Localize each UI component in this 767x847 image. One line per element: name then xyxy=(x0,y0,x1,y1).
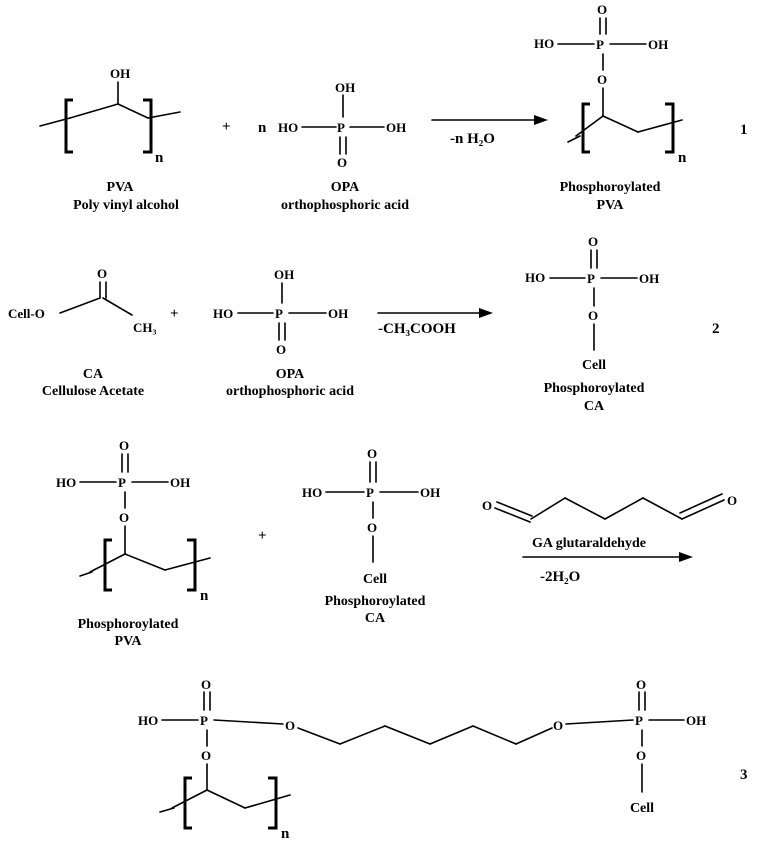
plus-sign-3: + xyxy=(258,528,267,544)
reaction-number-1: 1 xyxy=(740,122,748,138)
opa2-p-label: P xyxy=(275,306,283,321)
ga-name: GA glutaraldehyde xyxy=(532,536,646,551)
prod1-name-line2: PVA xyxy=(597,198,625,213)
r3-ca-oh-label: OH xyxy=(420,485,440,500)
prod1-o-top-label: O xyxy=(597,2,607,17)
prod1-p-label: P xyxy=(596,37,604,52)
pva-full-name: Poly vinyl alcohol xyxy=(73,198,179,213)
phosphorylated-ca-reactant: HO P OH O O xyxy=(302,446,440,563)
opa2-oh-right-label: OH xyxy=(328,306,348,321)
r3-ca-cell-label: Cell xyxy=(363,572,387,587)
prod1-name-line1: Phosphoroylated xyxy=(560,180,661,195)
prod2-o-top-label: O xyxy=(588,234,598,249)
prod1-o-link-label: O xyxy=(597,72,607,87)
reaction-number-2: 2 xyxy=(712,321,720,337)
opa1-o-label: O xyxy=(337,155,347,170)
ca-abbreviation: CA xyxy=(83,367,104,382)
prod2-ho-label: HO xyxy=(525,270,545,285)
r3-pva-name-line1: Phosphoroylated xyxy=(78,617,179,632)
prod2-oh-label: OH xyxy=(639,271,659,286)
ca-ch3-label: CH₃ xyxy=(133,320,157,335)
phosphorylated-ca-product: HO P OH O O xyxy=(525,234,659,351)
prod3-o-chain-right-label: O xyxy=(553,718,563,733)
pva-abbreviation: PVA xyxy=(107,180,135,195)
prod1-n-subscript: n xyxy=(678,150,687,166)
cellulose-acetate-structure: Cell-O O CH₃ xyxy=(8,266,157,335)
opa1-full-name: orthophosphoric acid xyxy=(281,198,409,213)
opa2-ho-label: HO xyxy=(213,306,233,321)
prod2-name-line2: CA xyxy=(584,399,605,414)
r3-pva-o-link-label: O xyxy=(119,510,129,525)
prod1-oh-label: OH xyxy=(648,37,668,52)
plus-sign-2: + xyxy=(170,306,179,322)
prod3-o-top-right-label: O xyxy=(636,677,646,692)
arrow-1-label: -n H₂O xyxy=(450,131,495,147)
pva-n-subscript: n xyxy=(155,150,164,166)
ga-o-left-label: O xyxy=(482,498,492,513)
phosphorylated-pva-reactant: HO P OH O O n xyxy=(56,438,211,604)
plus-sign-1: + xyxy=(222,119,231,135)
prod3-o-top-left-label: O xyxy=(201,677,211,692)
prod3-n-subscript: n xyxy=(281,826,290,842)
coefficient-n: n xyxy=(258,120,267,136)
arrow-1 xyxy=(431,115,548,125)
prod3-o-chain-left-label: O xyxy=(285,718,295,733)
pva-oh-label: OH xyxy=(110,66,130,81)
prod2-p-label: P xyxy=(587,271,595,286)
prod3-p-right-label: P xyxy=(635,713,643,728)
r3-ca-name-line1: Phosphoroylated xyxy=(325,594,426,609)
ca-o-label: O xyxy=(97,266,107,281)
arrow-3 xyxy=(522,552,693,562)
r3-pva-oh-label: OH xyxy=(170,475,190,490)
glutaraldehyde-structure: O O xyxy=(482,493,737,523)
r3-ca-p-label: P xyxy=(366,485,374,500)
opa-structure-2: HO P OH OH O xyxy=(213,267,348,357)
arrow-2-label: -CH₃COOH xyxy=(378,321,456,337)
r3-pva-n-subscript: n xyxy=(200,588,209,604)
prod2-name-line1: Phosphoroylated xyxy=(544,381,645,396)
opa1-abbreviation: OPA xyxy=(331,180,360,195)
reaction-number-3: 3 xyxy=(740,767,748,783)
prod3-o-link-left-label: O xyxy=(201,748,211,763)
opa1-oh-right-label: OH xyxy=(386,120,406,135)
r3-pva-ho-label: HO xyxy=(56,475,76,490)
r3-pva-name-line2: PVA xyxy=(115,634,143,649)
r3-pva-o-top-label: O xyxy=(119,438,129,453)
opa1-ho-label: HO xyxy=(278,120,298,135)
ga-o-right-label: O xyxy=(727,493,737,508)
opa2-o-label: O xyxy=(276,342,286,357)
opa2-abbreviation: OPA xyxy=(276,367,305,382)
prod3-p-left-label: P xyxy=(200,713,208,728)
ca-cell-o-label: Cell-O xyxy=(8,306,45,321)
crosslinked-product: HO P O O n O O P OH O O xyxy=(138,677,706,842)
opa1-oh-top-label: OH xyxy=(335,80,355,95)
r3-ca-ho-label: HO xyxy=(302,485,322,500)
r3-ca-o-link-label: O xyxy=(367,520,377,535)
prod1-ho-label: HO xyxy=(534,36,554,51)
r3-ca-name-line2: CA xyxy=(365,611,386,626)
arrow-2 xyxy=(377,308,493,318)
prod3-ho-left-label: HO xyxy=(138,713,158,728)
ca-full-name: Cellulose Acetate xyxy=(42,384,144,399)
phosphorylated-pva-product: HO P OH O O n xyxy=(534,2,687,166)
pva-structure: OH n xyxy=(39,66,181,166)
opa1-p-label: P xyxy=(337,120,345,135)
r3-ca-o-top-label: O xyxy=(367,446,377,461)
prod3-cell-label: Cell xyxy=(630,801,654,816)
arrow-3-label: -2H₂O xyxy=(540,569,580,585)
r3-pva-p-label: P xyxy=(118,475,126,490)
opa-structure-1: n HO P OH OH O xyxy=(258,80,406,170)
prod3-oh-right-label: OH xyxy=(686,713,706,728)
opa2-oh-top-label: OH xyxy=(274,267,294,282)
prod2-cell-label: Cell xyxy=(582,358,606,373)
prod3-o-link-right-label: O xyxy=(636,748,646,763)
prod2-o-link-label: O xyxy=(588,308,598,323)
opa2-full-name: orthophosphoric acid xyxy=(226,384,354,399)
